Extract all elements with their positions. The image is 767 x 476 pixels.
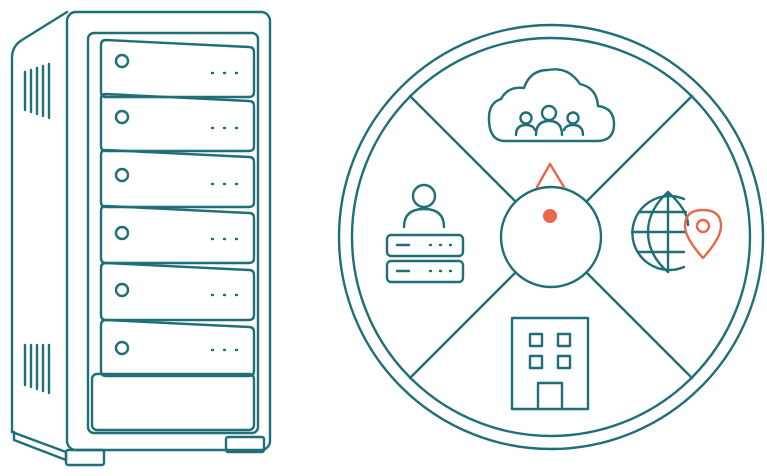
selector-wheel xyxy=(337,23,765,451)
vent-slots-top-icon xyxy=(23,62,51,120)
drive-bay xyxy=(99,261,256,322)
power-led-icon xyxy=(114,340,130,356)
power-led-icon xyxy=(114,53,130,69)
cloud-users-icon xyxy=(487,68,616,143)
rack-side-panel xyxy=(10,10,69,454)
drive-bay xyxy=(99,92,256,153)
user-server-icon xyxy=(385,183,465,284)
rack-front-frame xyxy=(65,10,272,452)
drive-bay xyxy=(99,318,256,378)
wheel-inner-ring xyxy=(350,36,752,438)
dial-center-dot-icon xyxy=(543,209,557,223)
wheel-dividers xyxy=(408,94,694,380)
drive-bay xyxy=(99,204,256,265)
drive-bay xyxy=(99,38,256,99)
globe-location-icon xyxy=(630,190,690,274)
location-pin-icon xyxy=(683,208,723,260)
wheel-outer-ring xyxy=(337,23,765,451)
rack-foot-front-left xyxy=(64,448,106,467)
rack-foot-front-right xyxy=(224,435,266,454)
power-led-icon xyxy=(114,225,130,241)
power-led-icon xyxy=(114,109,130,125)
center-dial xyxy=(499,185,603,289)
power-led-icon xyxy=(114,282,130,298)
server-rack xyxy=(10,10,272,467)
pointer-triangle-icon xyxy=(535,162,566,189)
office-building-icon xyxy=(510,316,590,411)
rack-inner-panel xyxy=(86,31,260,435)
rack-bottom-bay xyxy=(90,372,256,432)
vent-slots-bottom-icon xyxy=(23,343,51,395)
power-led-icon xyxy=(114,167,130,183)
drive-bay xyxy=(99,148,256,209)
